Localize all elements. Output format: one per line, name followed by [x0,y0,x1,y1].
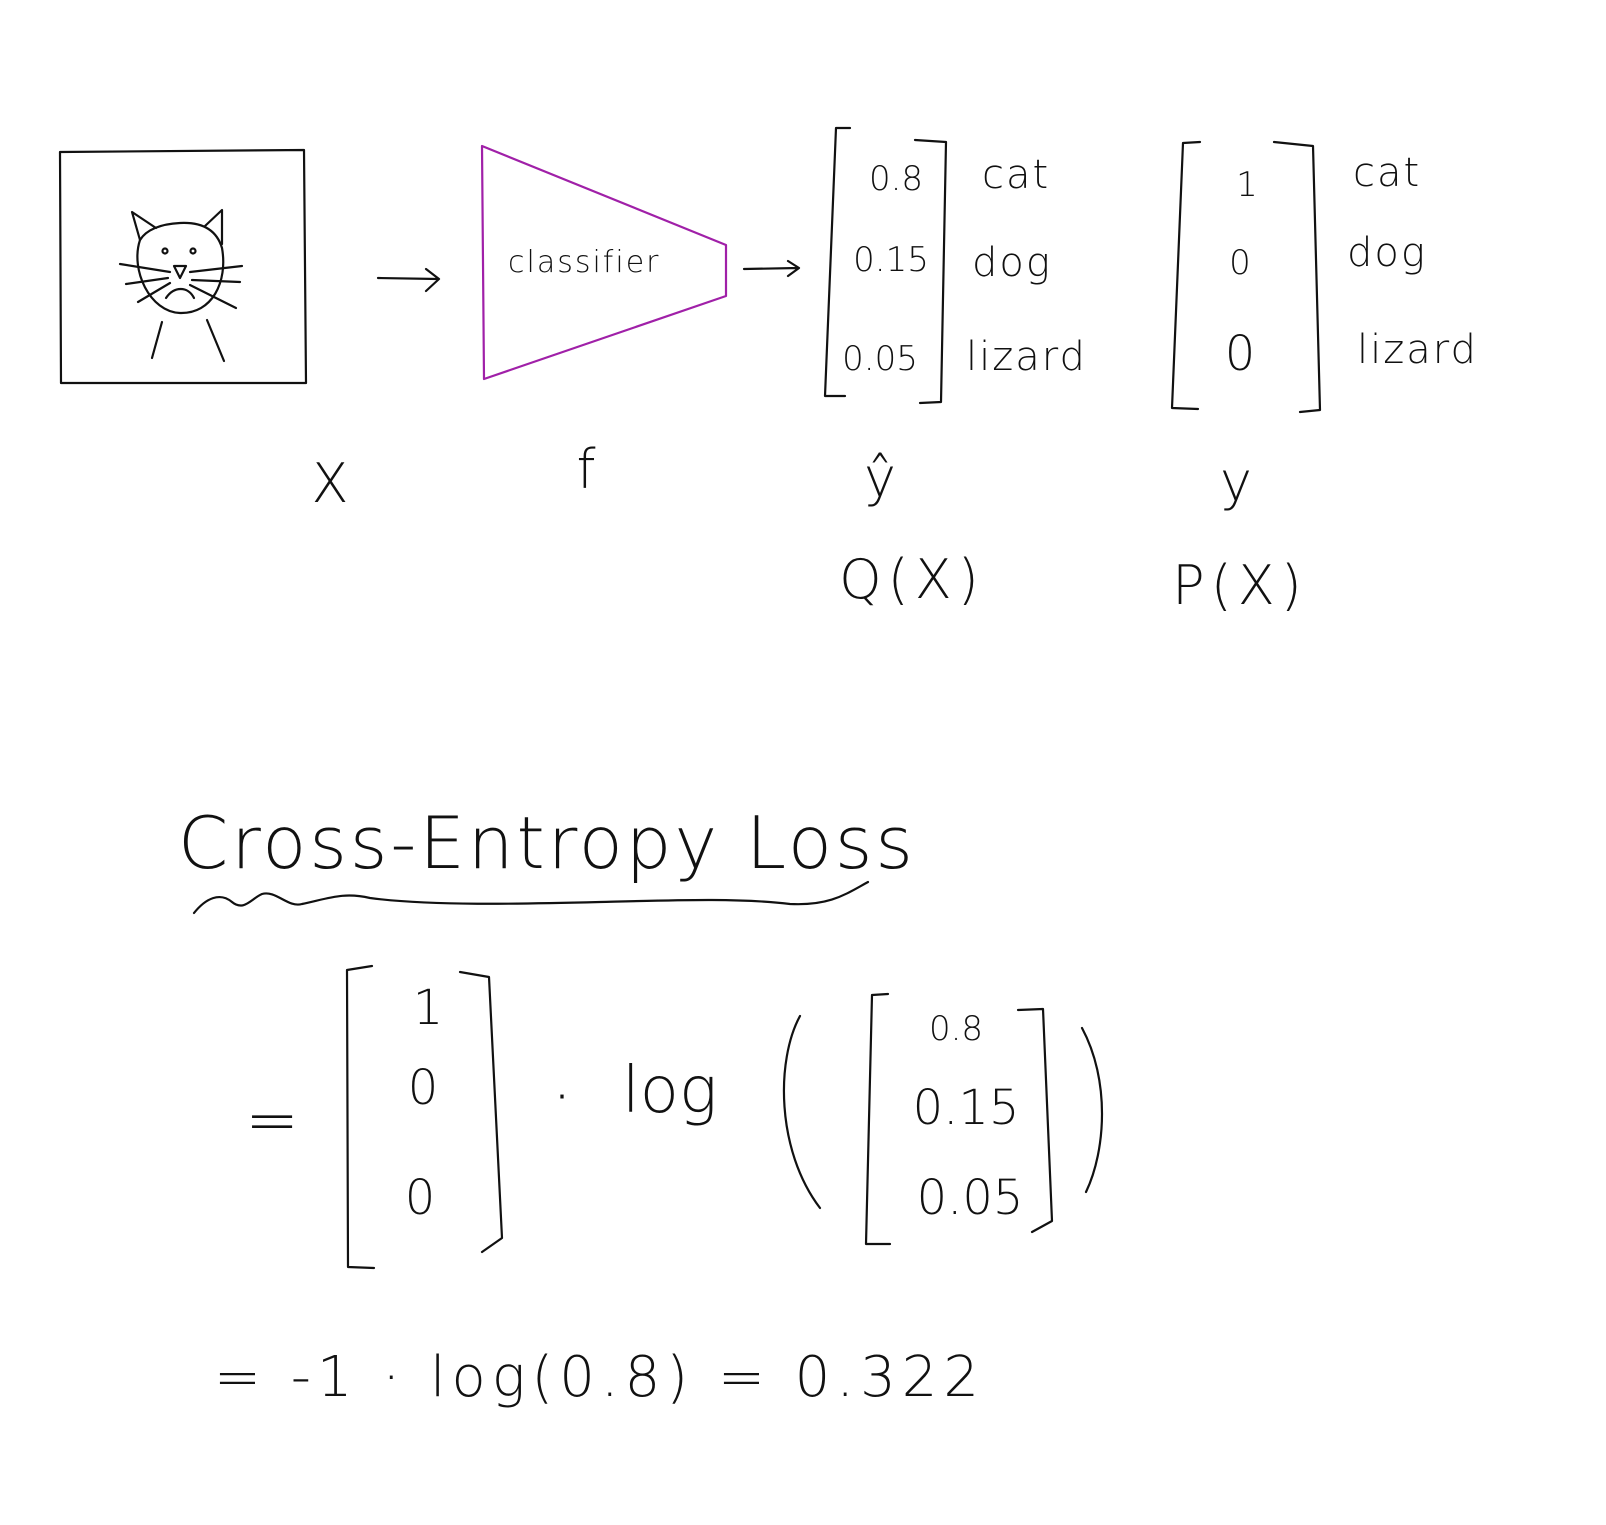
class-label: dog [1347,230,1427,276]
arrow-icon [376,267,441,293]
prediction-value: 0.15 [853,240,929,280]
class-label: dog [972,240,1052,286]
right-bracket [913,138,948,405]
title-underline [192,880,870,915]
prediction-value: 0.8 [929,1009,983,1049]
right-bracket [1272,140,1322,414]
input-image [58,148,308,385]
prediction-vector: 0.8 0.15 0.05 cat dog lizard [823,126,1087,405]
classifier-block: classifier [480,144,728,381]
yhat-label: ŷ [864,446,896,509]
loss-title: Cross-Entropy Loss [178,801,916,915]
class-label: lizard [966,334,1087,380]
equals-sign: = [245,1084,299,1158]
page-title: Cross-Entropy Loss [178,801,916,885]
right-bracket [458,970,504,1254]
left-bracket [864,992,892,1246]
target-value: 0 [1229,243,1251,283]
p-distribution-label: P(X) [1172,554,1308,617]
f-label: f [576,438,595,501]
classifier-label: classifier [508,245,661,280]
class-label: lizard [1357,327,1478,373]
open-paren [782,1014,822,1210]
target-value: 0 [1225,326,1256,382]
target-vector: 1 0 0 cat dog lizard [1170,140,1478,414]
x-label: X [312,452,349,515]
target-value: 0 [408,1060,439,1116]
class-label: cat [982,152,1050,198]
close-paren [1080,1026,1104,1194]
right-bracket [1016,1007,1054,1234]
y-label: y [1220,450,1252,513]
target-value: 1 [1236,165,1258,205]
target-value: 1 [413,980,444,1036]
prediction-value: 0.05 [917,1170,1024,1226]
arrow-icon [742,259,801,278]
dot-operator: · [552,1060,572,1134]
target-value: 0 [405,1170,436,1226]
prediction-value: 0.8 [869,159,923,199]
left-bracket [1170,140,1202,411]
left-bracket [823,126,852,398]
prediction-value: 0.05 [842,339,918,379]
loss-equation: = 1 0 0 · log 0.8 0.15 0.05 [245,964,1104,1270]
q-distribution-label: Q(X) [839,548,985,611]
left-bracket [345,964,376,1270]
result-line: = -1 · log(0.8) = 0.322 [214,1345,985,1410]
cat-drawing-icon [118,208,244,363]
log-function: log [622,1054,717,1128]
class-label: cat [1353,150,1421,196]
prediction-value: 0.15 [913,1080,1020,1136]
